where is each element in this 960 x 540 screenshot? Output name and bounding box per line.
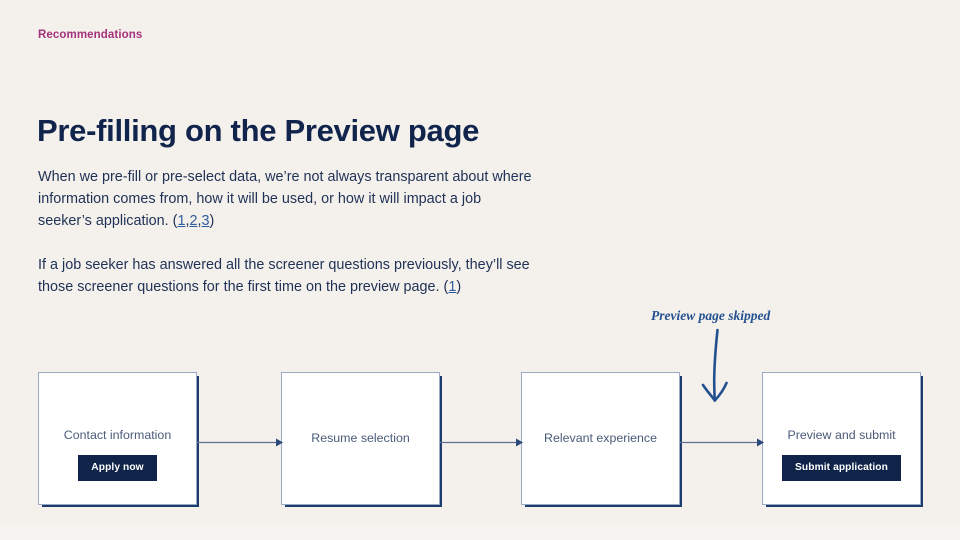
annotation-label: Preview page skipped bbox=[651, 308, 771, 323]
paragraph-1-text: When we pre-fill or pre-select data, we’… bbox=[38, 169, 532, 230]
paragraph-1: When we pre-fill or pre-select data, we’… bbox=[38, 166, 538, 232]
citation-separator: , bbox=[185, 213, 190, 230]
citation-link-1[interactable]: 1 bbox=[177, 213, 186, 230]
flow-node-relevant-experience[interactable]: Relevant experience bbox=[521, 372, 680, 505]
citation-link-2[interactable]: 2 bbox=[189, 213, 198, 230]
flow-connector-arrow-icon bbox=[197, 438, 283, 447]
paragraph-1-text-end: ) bbox=[209, 213, 215, 230]
paragraph-2-text-end: ) bbox=[456, 279, 462, 296]
flow-node-resume-selection[interactable]: Resume selection bbox=[281, 372, 440, 505]
hand-drawn-down-arrow-icon bbox=[701, 328, 728, 402]
eyebrow-label: Recommendations bbox=[38, 29, 143, 41]
flow-node-preview-and-submit[interactable]: Preview and submit Submit application bbox=[762, 372, 921, 505]
flow-connector-arrow-icon bbox=[440, 438, 523, 447]
paragraph-2-text: If a job seeker has answered all the scr… bbox=[38, 257, 530, 296]
apply-now-button[interactable]: Apply now bbox=[78, 454, 157, 482]
flow-node-label: Preview and submit bbox=[787, 427, 896, 442]
paragraph-2: If a job seeker has answered all the scr… bbox=[38, 254, 538, 298]
citation-separator: , bbox=[197, 213, 202, 230]
submit-application-button[interactable]: Submit application bbox=[782, 454, 901, 482]
citation-link-3[interactable]: 3 bbox=[201, 213, 210, 230]
slide-bottom-strip bbox=[0, 523, 960, 540]
flow-node-label: Relevant experience bbox=[544, 430, 657, 445]
flow-node-label: Resume selection bbox=[311, 430, 410, 445]
page-title: Pre-filling on the Preview page bbox=[37, 112, 480, 148]
citation-link-1[interactable]: 1 bbox=[448, 279, 457, 296]
flow-node-contact-information[interactable]: Contact information Apply now bbox=[38, 372, 197, 505]
flow-node-label: Contact information bbox=[63, 427, 172, 442]
flow-connector-arrow-icon bbox=[680, 438, 764, 447]
